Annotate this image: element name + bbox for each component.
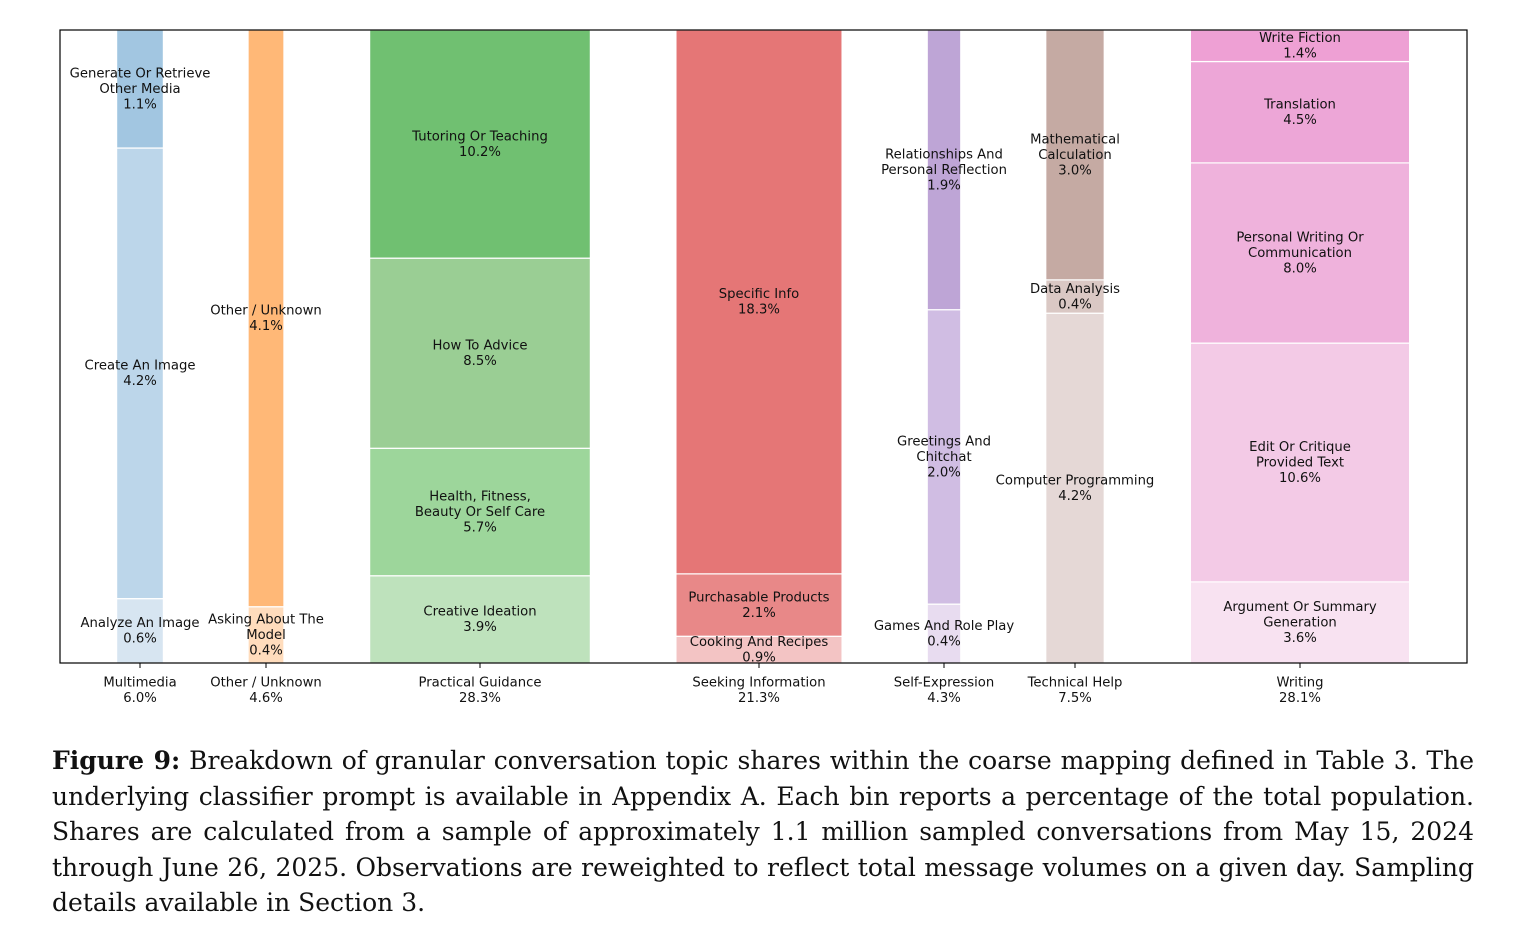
bar-segment — [369, 575, 591, 664]
bar-segment — [1189, 29, 1411, 63]
caption-text: Breakdown of granular conversation topic… — [52, 746, 1474, 917]
plot-frame — [59, 29, 1468, 664]
bar-segment — [247, 29, 285, 608]
bar-segment — [1189, 162, 1411, 344]
bar-segment — [1045, 312, 1105, 664]
bar-segment — [1189, 342, 1411, 583]
bar-segment — [369, 29, 591, 259]
bar-segment — [115, 598, 164, 664]
bar-segment — [1045, 279, 1105, 314]
caption-label: Figure 9: — [52, 746, 181, 775]
bar-segment — [369, 257, 591, 449]
figure-caption: Figure 9: Breakdown of granular conversa… — [52, 743, 1474, 921]
bar-segment — [115, 147, 164, 600]
bar-segment — [1189, 581, 1411, 664]
bar-segment — [675, 573, 843, 637]
bar-segment — [675, 29, 843, 575]
bar-segment — [1045, 29, 1105, 281]
bar-segment — [1189, 60, 1411, 164]
bar-segment — [926, 29, 962, 311]
bar-segment — [369, 447, 591, 577]
